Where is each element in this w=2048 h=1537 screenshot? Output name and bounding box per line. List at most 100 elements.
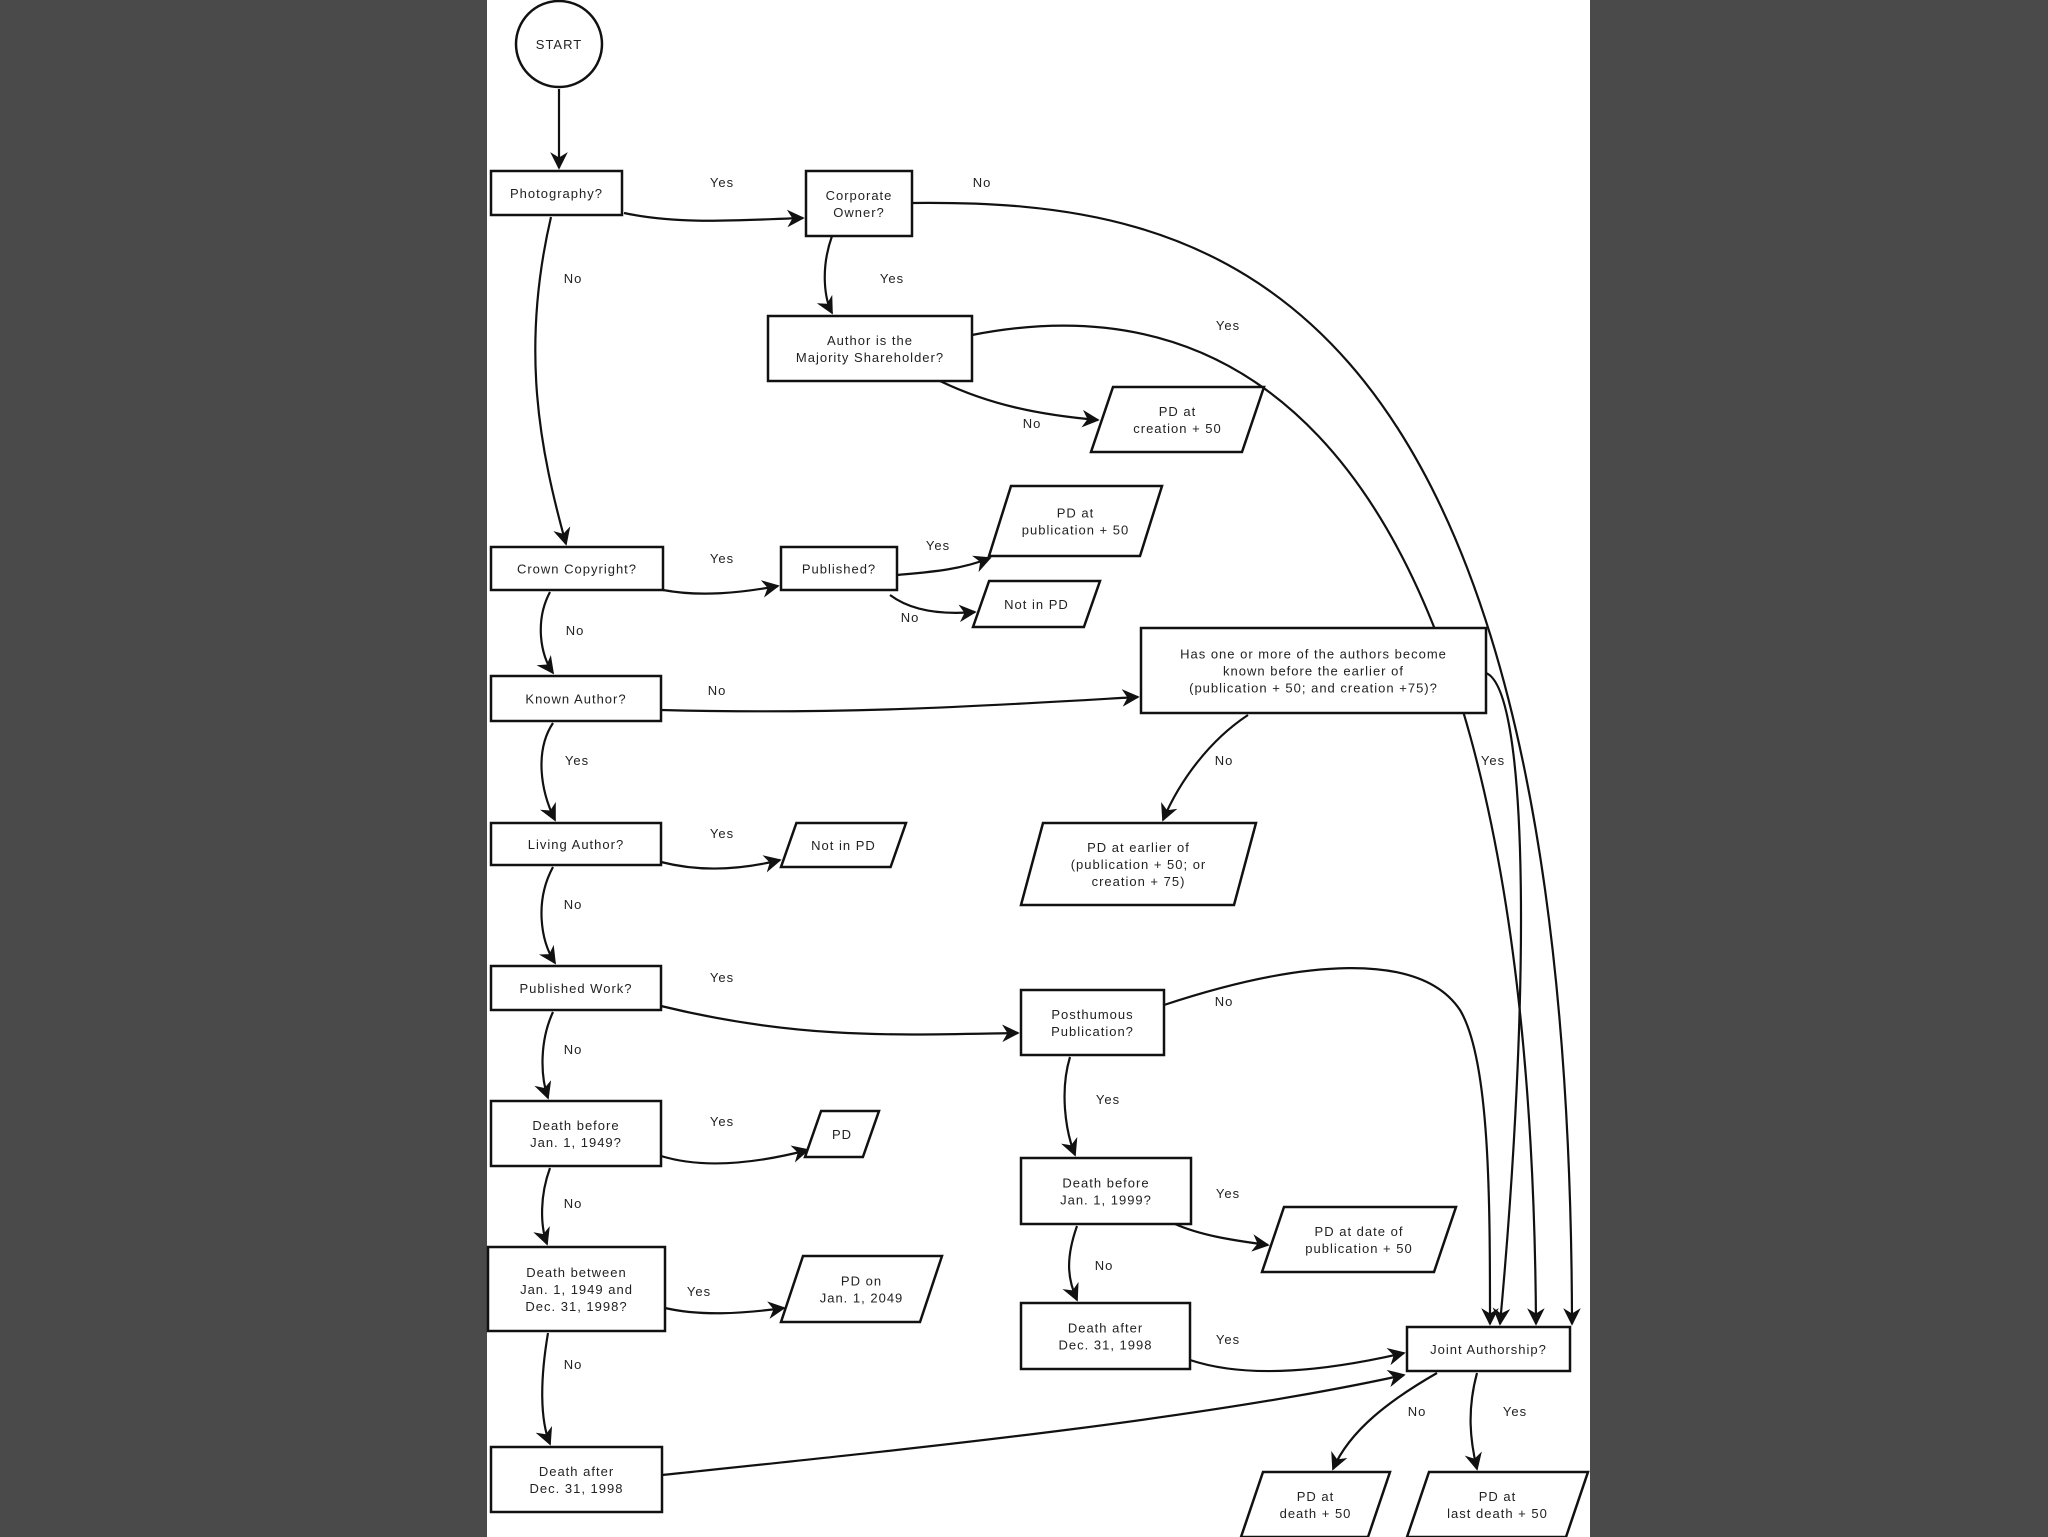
arrow-connector xyxy=(660,689,1140,713)
node-not-pd-1: Not in PD xyxy=(971,579,1102,629)
edge-death-before-1949-to-death-between: No xyxy=(533,1167,581,1246)
node-known-author: Known Author? xyxy=(489,674,663,723)
edge-label-yes: Yes xyxy=(1481,753,1505,768)
arrow-connector xyxy=(1331,1372,1438,1471)
arrow-connector xyxy=(533,1167,552,1246)
edge-label-yes: Yes xyxy=(880,271,904,286)
edge-published-to-pd-publication-50: Yes xyxy=(896,538,992,577)
node-text-line: Posthumous xyxy=(1051,1007,1133,1022)
outcome-parallelogram-shape xyxy=(971,579,1102,629)
edge-label-no: No xyxy=(564,271,583,286)
node-text-line: Dec. 31, 1998 xyxy=(530,1481,624,1496)
edge-label-no: No xyxy=(564,897,583,912)
node-text-line: Death between xyxy=(526,1265,626,1280)
edge-label-no: No xyxy=(901,610,920,625)
arrow-connector xyxy=(662,580,780,598)
decision-box-shape xyxy=(489,964,663,1012)
edge-posthumous-to-death-before-1999: Yes xyxy=(1060,1056,1120,1157)
arrow-connector xyxy=(1060,1056,1078,1157)
node-authors-known: Has one or more of the authors becomekno… xyxy=(1139,626,1488,715)
edge-death-between-to-pd-2049: Yes xyxy=(664,1284,786,1319)
node-text-line: PD at xyxy=(1297,1489,1335,1504)
node-pd: PD xyxy=(803,1109,881,1159)
edge-label-yes: Yes xyxy=(926,538,950,553)
node-text-line: last death + 50 xyxy=(1447,1506,1548,1521)
node-text-line: Jan. 1, 1949 and xyxy=(520,1282,633,1297)
edge-death-after-mid-to-joint-authorship: Yes xyxy=(1189,1332,1406,1373)
node-text-line: Has one or more of the authors become xyxy=(1180,647,1447,662)
edge-label-yes: Yes xyxy=(1096,1092,1120,1107)
decision-box-shape xyxy=(489,674,663,723)
edge-label-yes: Yes xyxy=(710,826,734,841)
edge-crown-copyright-to-known-author: No xyxy=(536,591,585,675)
arrow-connector xyxy=(538,866,556,965)
node-text-line: creation + 50 xyxy=(1133,421,1222,436)
node-text-line: publication + 50 xyxy=(1022,523,1129,538)
edge-label-no: No xyxy=(973,175,992,190)
edge-photography-to-crown-copyright: No xyxy=(534,216,583,546)
node-text-line: (publication + 50; and creation +75)? xyxy=(1189,681,1438,696)
edge-photography-to-corporate-owner: Yes xyxy=(623,175,805,228)
node-text-line: creation + 75) xyxy=(1092,874,1186,889)
edge-corporate-owner-to-majority-shareholder: Yes xyxy=(816,235,904,315)
decision-box-shape xyxy=(766,314,974,383)
edge-label-no: No xyxy=(566,623,585,638)
edge-known-author-to-authors-known: No xyxy=(660,683,1140,713)
arrow-connector xyxy=(1161,714,1249,822)
edge-published-to-not-pd-1: No xyxy=(889,594,977,625)
node-text-line: Known Author? xyxy=(525,692,626,707)
arrow-connector xyxy=(971,324,1545,1326)
outcome-parallelogram-shape xyxy=(803,1109,881,1159)
edge-label-no: No xyxy=(708,683,727,698)
arrow-connector xyxy=(889,594,977,623)
edge-posthumous-to-joint-authorship: No xyxy=(1163,967,1499,1326)
arrow-connector xyxy=(939,380,1100,428)
edge-label-yes: Yes xyxy=(710,551,734,566)
arrow-connector xyxy=(911,201,1581,1326)
decision-box-shape xyxy=(1019,988,1166,1057)
edge-crown-copyright-to-published: Yes xyxy=(662,551,780,598)
arrow-connector xyxy=(1485,671,1523,1326)
node-text-line: PD at date of xyxy=(1315,1224,1404,1239)
node-photography: Photography? xyxy=(489,169,624,217)
arrow-connector xyxy=(1163,967,1499,1326)
edge-death-before-1999-to-death-after-mid: No xyxy=(1062,1225,1112,1302)
node-text-line: Author is the xyxy=(827,333,913,348)
node-text-line: START xyxy=(536,37,582,52)
decision-box-shape xyxy=(489,821,663,867)
start-terminal-shape xyxy=(514,0,604,89)
decision-box-shape xyxy=(1139,626,1488,715)
decision-box-shape xyxy=(486,1245,667,1333)
node-text-line: PD at xyxy=(1159,404,1197,419)
node-text-line: Dec. 31, 1998? xyxy=(525,1299,627,1314)
arrow-connector xyxy=(660,1004,1020,1043)
edge-label-yes: Yes xyxy=(1216,1332,1240,1347)
edge-published-work-to-death-before-1949: No xyxy=(534,1011,581,1100)
edge-label-yes: Yes xyxy=(710,970,734,985)
node-text-line: Not in PD xyxy=(811,838,876,853)
outcome-parallelogram-shape xyxy=(987,484,1164,558)
edge-living-author-to-published-work: No xyxy=(538,866,583,965)
arrow-connector xyxy=(896,555,992,577)
arrow-connector xyxy=(535,1332,553,1446)
decision-box-shape xyxy=(1405,1325,1572,1373)
outcome-parallelogram-shape xyxy=(779,1254,944,1324)
node-crown-copyright: Crown Copyright? xyxy=(489,545,665,592)
arrow-connector xyxy=(664,1301,786,1319)
node-start: START xyxy=(514,0,604,89)
node-text-line: PD at xyxy=(1479,1489,1517,1504)
node-text-line: Jan. 1, 2049 xyxy=(820,1291,904,1306)
outcome-parallelogram-shape xyxy=(1019,821,1258,907)
node-not-pd-2: Not in PD xyxy=(779,821,908,869)
edge-death-between-to-death-after-left: No xyxy=(535,1332,581,1446)
node-pd-earlier: PD at earlier of(publication + 50; orcre… xyxy=(1019,821,1258,907)
edge-death-after-left-to-joint-authorship xyxy=(661,1369,1406,1477)
arrow-connector xyxy=(1062,1225,1079,1302)
